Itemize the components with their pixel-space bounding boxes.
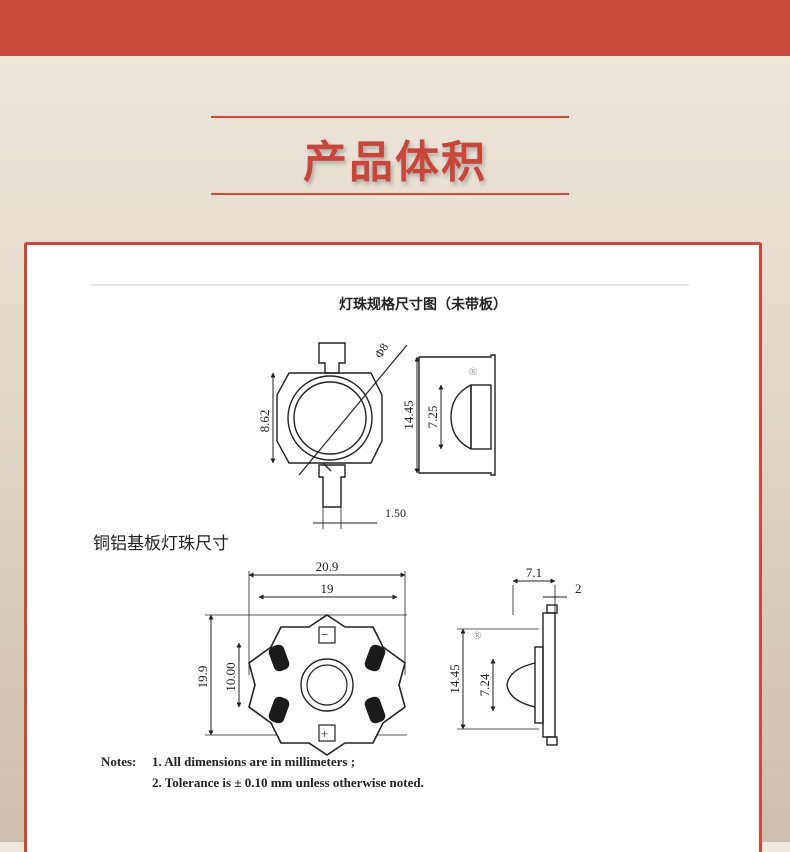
star-board: [248, 614, 406, 756]
emitter-title: 灯珠规格尺寸图（未带板）: [339, 296, 507, 313]
notes-label: Notes:: [101, 754, 136, 769]
section-title: 产品体积: [303, 137, 487, 188]
minus-mark: −: [321, 627, 328, 642]
board-thickness-label: 2: [575, 581, 582, 596]
star-height-inner-label: 10.00: [223, 662, 238, 691]
lead-width-label: 1.50: [385, 506, 406, 520]
side-thickness-label: 7.1: [526, 565, 542, 580]
emitter-total-label: 14.45: [401, 400, 416, 429]
watermark-mark-bottom: ®: [473, 630, 481, 642]
star-height-outer-label: 19.9: [195, 666, 210, 689]
emitter-side-view: [418, 354, 496, 476]
dimension-drawing: 灯珠规格尺寸图（未带板） Φ8 8.62 1.50: [91, 284, 689, 790]
emitter-lens-label: 7.25: [425, 406, 440, 429]
emitter-top-view: [276, 342, 383, 508]
title-rule-top: [211, 116, 569, 118]
top-banner: [0, 0, 790, 56]
star-title: 铜铝基板灯珠尺寸: [93, 534, 229, 553]
note-line-2: 2. Tolerance is ± 0.10 mm unless otherwi…: [152, 775, 424, 790]
note-line-1: 1. All dimensions are in millimeters ;: [152, 754, 355, 769]
watermark-mark-top: ®: [469, 366, 477, 378]
dimension-panel: 灯珠规格尺寸图（未带板） Φ8 8.62 1.50: [24, 242, 762, 852]
star-width-inner-label: 19: [321, 581, 334, 596]
phi-label: Φ8: [372, 341, 392, 361]
title-rule-bottom: [211, 193, 569, 195]
diameter-leader: [298, 344, 408, 476]
star-side-view: [506, 604, 558, 746]
side-total-label-2: 14.45: [447, 664, 462, 693]
plus-mark: +: [321, 726, 328, 741]
star-width-outer-label: 20.9: [316, 559, 339, 574]
side-lens-label-2: 7.24: [477, 673, 492, 696]
emitter-height-label: 8.62: [257, 410, 272, 433]
